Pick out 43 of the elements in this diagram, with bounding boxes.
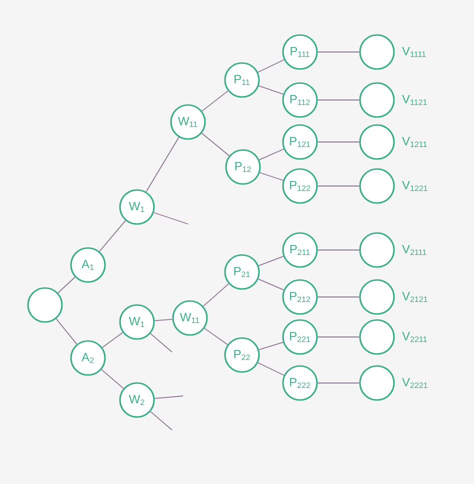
- node-label: V$_{2221}$: [402, 378, 428, 388]
- connector-line: [150, 333, 172, 352]
- connector-line: [317, 336, 360, 338]
- connector-line: [102, 332, 124, 348]
- connector-line: [258, 342, 284, 350]
- connector-line: [202, 283, 230, 307]
- empty-circle: [359, 82, 395, 118]
- connector-line: [101, 369, 124, 389]
- empty-circle: [359, 124, 395, 160]
- empty-circle: [359, 365, 395, 401]
- connector-line: [258, 148, 284, 160]
- empty-circle: [359, 319, 395, 355]
- connector-line: [154, 318, 173, 322]
- connector-line: [154, 396, 184, 399]
- connector-line: [99, 220, 126, 252]
- node-label: V$_{1111}$: [402, 46, 426, 58]
- node-label: V$_{2211}$: [402, 332, 427, 342]
- connector-line: [201, 132, 230, 156]
- connector-line: [202, 90, 228, 112]
- connector-line: [258, 278, 284, 290]
- node-label: V$_{1121}$: [402, 94, 427, 106]
- empty-circle: [359, 34, 395, 70]
- empty-circle: [359, 168, 395, 204]
- connector-line: [259, 172, 284, 181]
- connector-line: [56, 318, 78, 345]
- connector-line: [317, 382, 360, 384]
- connector-line: [317, 296, 360, 298]
- empty-circle: [359, 232, 395, 268]
- connector-line: [258, 256, 284, 266]
- node-label: V$_{1221}$: [402, 180, 428, 192]
- connector-line: [153, 212, 188, 224]
- connector-line: [146, 136, 180, 192]
- connector-line: [150, 411, 172, 430]
- empty-circle: [359, 279, 395, 315]
- node-label: V$_{2111}$: [402, 244, 426, 256]
- connector-line: [258, 85, 284, 95]
- node-label: V$_{2121}$: [402, 292, 428, 302]
- empty-circle: [27, 287, 63, 323]
- connector-line: [258, 59, 284, 73]
- connector-line: [204, 328, 228, 346]
- connector-line: [58, 276, 76, 294]
- connector-line: [258, 362, 284, 376]
- node-label: V$_{1211}$: [402, 136, 427, 148]
